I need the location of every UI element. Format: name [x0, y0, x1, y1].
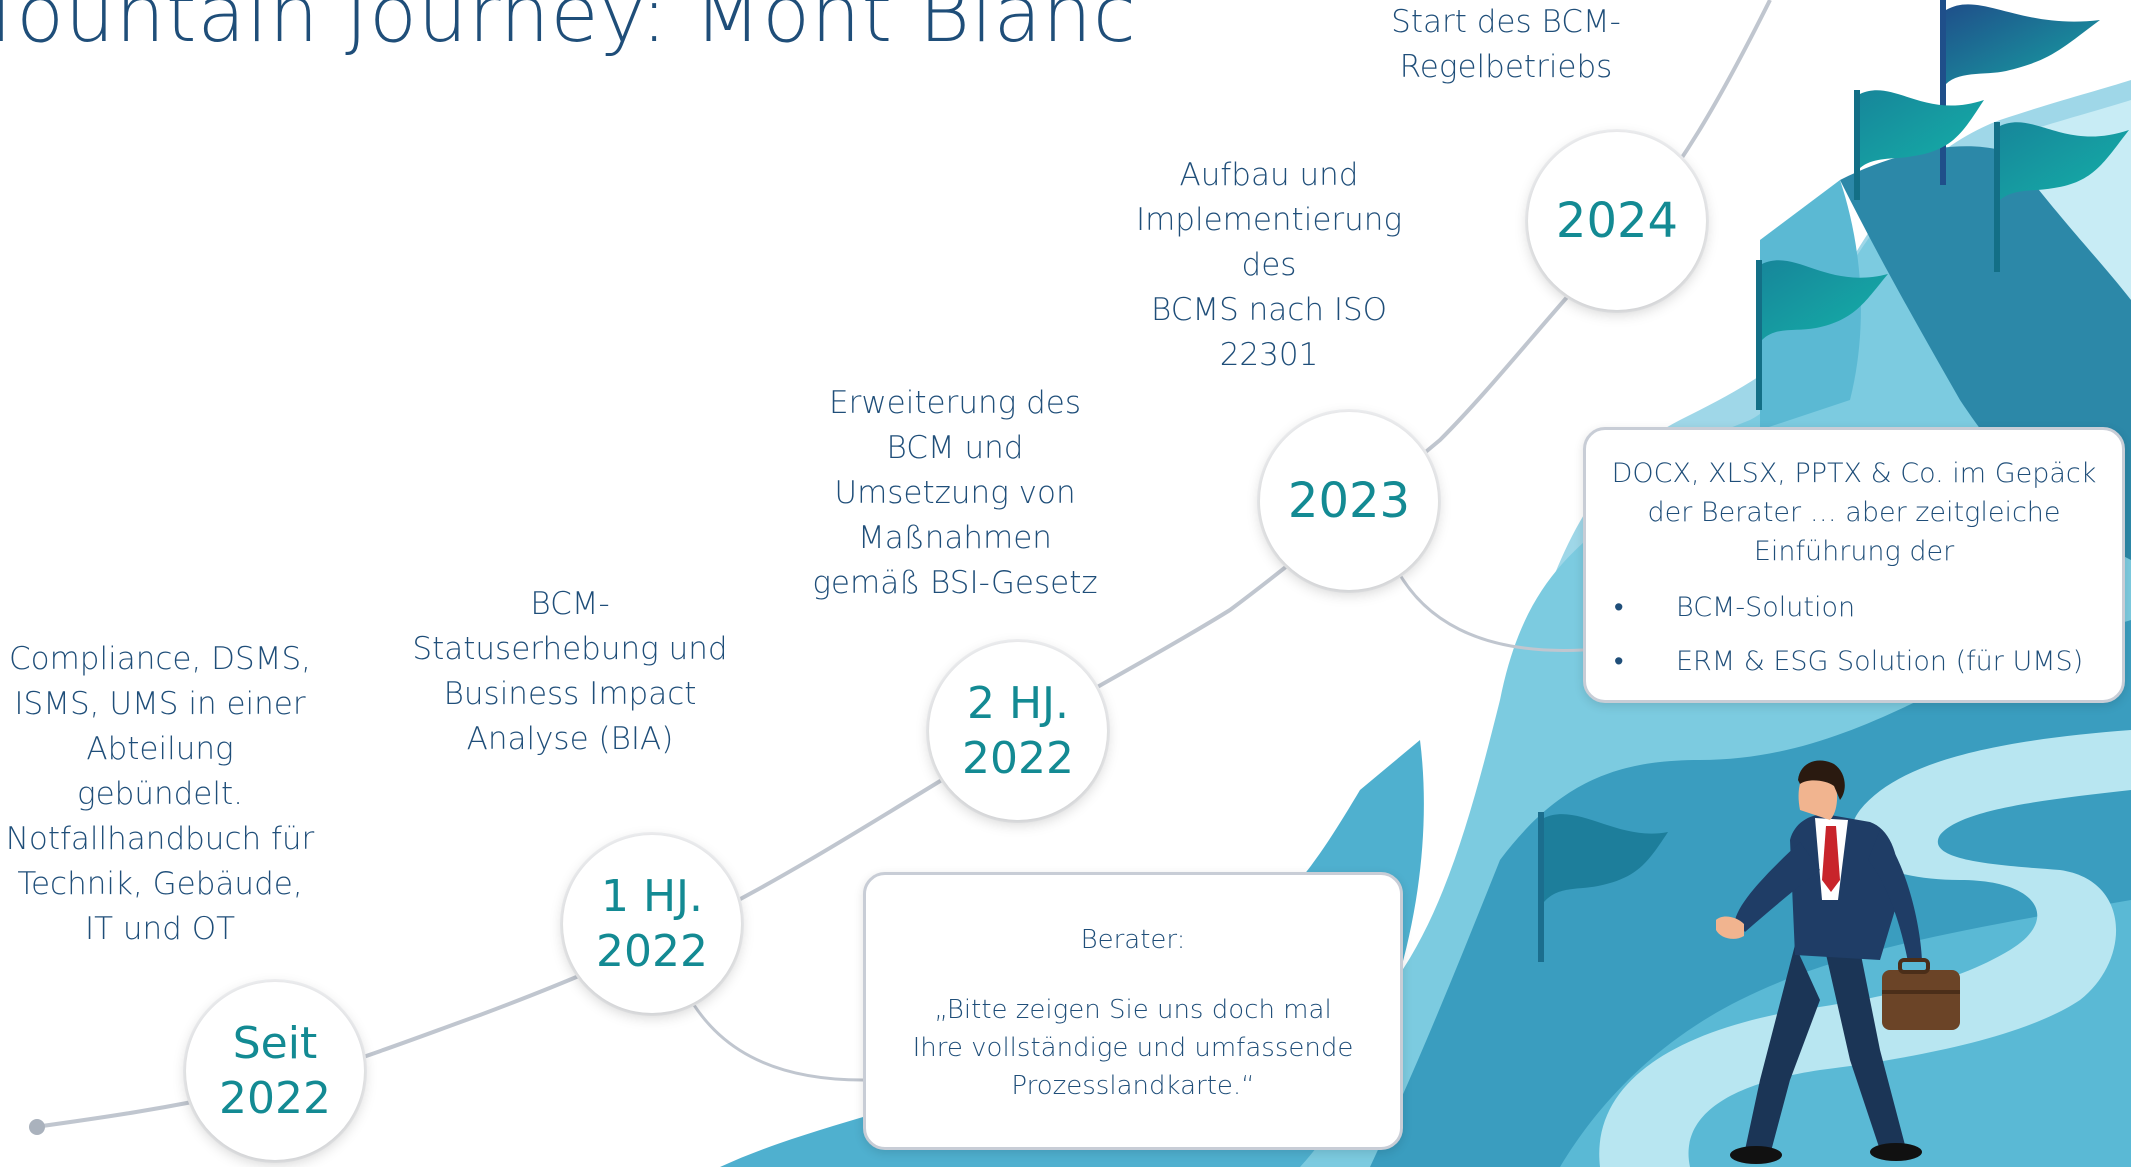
milestone-label: Seit 2022 — [219, 1018, 331, 1124]
milestone-description: BCM- Statuserhebung und Business Impact … — [412, 586, 728, 757]
flag-icon — [1756, 260, 1888, 410]
milestone-description: Start des BCM- Regelbetriebs — [1391, 4, 1621, 85]
milestone-1hj-2022: 1 HJ. 2022 — [563, 835, 741, 1013]
flag-icon — [1854, 90, 1984, 200]
milestone-2023: 2023 — [1260, 412, 1438, 590]
bullet-icon: • — [1614, 592, 1624, 623]
briefcase-icon — [1882, 970, 1960, 1030]
path-start-dot — [29, 1119, 45, 1135]
advisor-speaker: Berater: — [1080, 925, 1186, 955]
milestone-2hj-2022: 2 HJ. 2022 — [929, 642, 1107, 820]
tools-callout: DOCX, XLSX, PPTX & Co. im Gepäck der Ber… — [1583, 427, 2125, 703]
bullet-label: BCM-Solution — [1676, 592, 1856, 623]
flag-icon — [1538, 812, 1668, 962]
milestone-label: 2023 — [1287, 473, 1411, 529]
milestone-seit-2022: Seit 2022 — [186, 982, 364, 1160]
advisor-callout: Berater: „Bitte zeigen Sie uns doch mal … — [863, 872, 1403, 1150]
milestone-label: 2024 — [1555, 193, 1679, 249]
tools-callout-text: DOCX, XLSX, PPTX & Co. im Gepäck der Ber… — [1611, 458, 2097, 567]
milestone-description: Erweiterung des BCM und Umsetzung von Ma… — [812, 385, 1098, 601]
milestone-description: Aufbau und Implementierung des BCMS nach… — [1135, 157, 1403, 373]
advisor-quote: „Bitte zeigen Sie uns doch mal Ihre voll… — [912, 995, 1354, 1101]
milestone-label: 1 HJ. 2022 — [596, 871, 708, 977]
flag-icon — [1940, 0, 2100, 185]
slide-title: Mountain Journey: Mont Blanc — [0, 0, 1137, 60]
bullet-icon: • — [1614, 646, 1624, 677]
bullet-label: ERM & ESG Solution (für UMS) — [1676, 646, 2084, 677]
mountain-trail — [1599, 730, 2131, 1167]
milestone-label: 2 HJ. 2022 — [962, 678, 1074, 784]
milestone-description: Compliance, DSMS, ISMS, UMS in einer Abt… — [5, 641, 315, 947]
flag-icon — [1994, 122, 2129, 272]
list-item: • BCM-Solution — [1586, 581, 2122, 635]
connector-tools — [1390, 559, 1584, 652]
businessman-illustration — [1716, 760, 1960, 1164]
milestone-2024: 2024 — [1528, 132, 1706, 310]
list-item: • ERM & ESG Solution (für UMS) — [1586, 635, 2122, 689]
tools-bullet-list: • BCM-Solution • ERM & ESG Solution (für… — [1586, 581, 2122, 689]
